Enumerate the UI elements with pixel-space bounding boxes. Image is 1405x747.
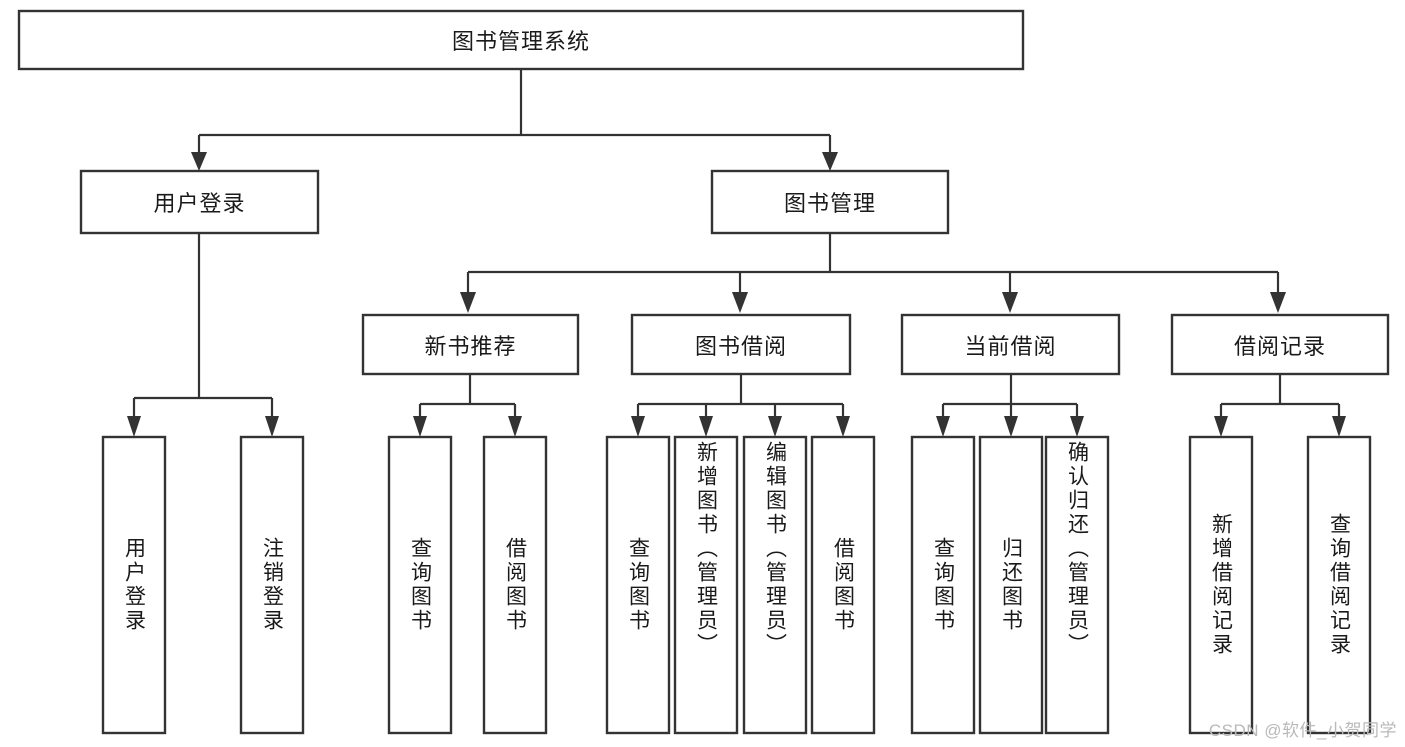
node-book-management[interactable] [710,169,950,235]
arrowhead-borrow-record-leaf1 [1214,416,1228,437]
arrowhead-root-to-user-login [191,152,207,171]
leaf-box-query-book-borrow[interactable] [605,435,671,735]
arrowhead-to-borrow-record [1270,292,1286,313]
arrowhead-to-current-borrow [1002,292,1018,313]
leaf-box-confirm-return-admin[interactable] [1044,435,1110,735]
arrowhead-current-borrow-leaf2 [1004,416,1018,437]
arrowhead-root-to-book-management [822,152,838,171]
node-user-login[interactable] [79,169,320,235]
arrowhead-book-borrow-leaf3 [768,416,782,437]
arrowhead-new-book-leaf2 [508,416,522,437]
arrowhead-book-borrow-leaf1 [631,416,645,437]
leaf-box-logout[interactable] [239,435,305,735]
arrowhead-user-login-leaf1 [127,416,141,437]
leaf-box-borrow-book[interactable] [810,435,876,735]
leaf-box-query-book-current[interactable] [910,435,976,735]
arrowhead-book-borrow-leaf4 [836,416,850,437]
watermark-text: CSDN @软件_小贺同学 [1208,721,1397,740]
arrowhead-user-login-leaf2 [265,416,279,437]
leaf-box-user-login[interactable] [101,435,167,735]
arrowhead-to-new-book-recommend [460,292,476,313]
arrowhead-to-book-borrow [732,292,748,313]
arrowhead-current-borrow-leaf1 [936,416,950,437]
node-root-book-management-system[interactable] [17,9,1025,71]
arrowhead-book-borrow-leaf2 [699,416,713,437]
node-borrow-record[interactable] [1170,313,1390,376]
arrowhead-borrow-record-leaf2 [1332,416,1346,437]
arrowhead-current-borrow-leaf3 [1070,416,1084,437]
leaf-box-add-book-admin[interactable] [673,435,739,735]
leaf-box-edit-book-admin[interactable] [742,435,808,735]
arrowhead-new-book-leaf1 [413,416,427,437]
leaf-box-add-borrow-record[interactable] [1188,435,1254,735]
node-book-borrow[interactable] [630,313,852,376]
node-new-book-recommend[interactable] [361,313,580,376]
leaf-box-return-book[interactable] [978,435,1044,735]
leaf-box-query-borrow-record[interactable] [1306,435,1372,735]
node-current-borrow[interactable] [900,313,1121,376]
leaf-box-query-book-recommend[interactable] [387,435,453,735]
leaf-box-borrow-book-recommend[interactable] [482,435,548,735]
